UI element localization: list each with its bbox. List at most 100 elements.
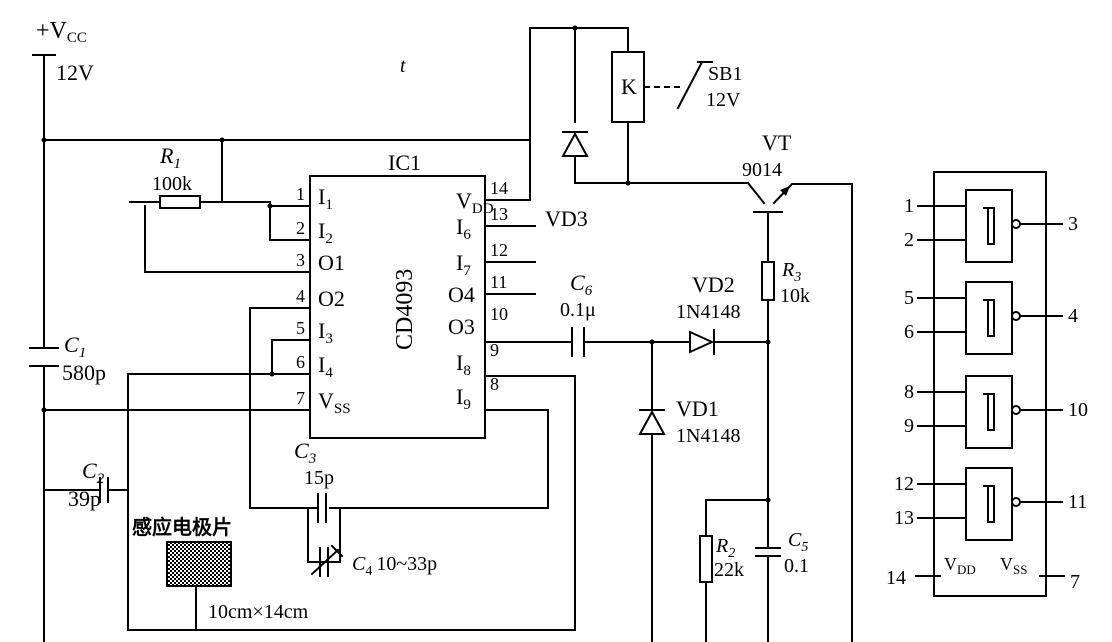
sb1-value: 12V	[706, 89, 741, 111]
schmitt-symbol	[983, 207, 995, 245]
ic-pin-11-number: 11	[490, 272, 507, 292]
c1-capacitor	[29, 347, 59, 367]
relay-ref: K	[621, 74, 637, 99]
vd1-value: 1N4148	[676, 425, 740, 447]
gate-input-wires	[917, 205, 967, 241]
pinout-gate-4: 12 13 11	[894, 467, 1087, 541]
vd1-ref: VD1	[676, 396, 719, 421]
ic-name: IC1	[388, 150, 421, 175]
vd2-value: 1N4148	[676, 301, 740, 323]
c3-right-wire	[329, 409, 549, 509]
ic-pin-12-name: I7	[456, 250, 471, 279]
collector-lead	[746, 181, 766, 205]
inverter-bubble	[1011, 219, 1021, 229]
ic-pin-1-name: I1	[318, 184, 333, 213]
ic-pin-7-name: VSS	[318, 388, 351, 417]
gate-input-b-pin: 13	[894, 507, 914, 529]
pinout-gate-1: 1 2 3	[904, 189, 1078, 263]
ic-pin-10-name: O3	[448, 314, 475, 339]
c2-value: 39p	[68, 486, 101, 511]
gate-output-pin: 10	[1068, 399, 1088, 421]
gate-input-b-pin: 9	[904, 415, 914, 437]
electrode-label: 感应电极片	[132, 515, 232, 539]
vd2-ref: VD2	[692, 272, 735, 297]
ic-pin-6-number: 6	[296, 352, 305, 372]
gate-output-pin: 3	[1068, 213, 1078, 235]
r3-resistor	[761, 261, 775, 301]
r2-resistor	[699, 535, 713, 583]
ic-pin-8-number: 8	[490, 374, 499, 394]
vd2-diode	[689, 330, 715, 354]
electrode-bus	[127, 373, 576, 631]
c5-ref: C5	[788, 529, 808, 555]
electrode-size: 10cm×14cm	[208, 601, 309, 623]
c1-value: 580p	[62, 360, 106, 385]
ic-pin-2-name: I2	[318, 218, 333, 247]
gate-input-b-pin: 2	[904, 229, 914, 251]
ic-pin-14-number: 14	[490, 178, 508, 198]
gate-input-a-pin: 5	[904, 287, 914, 309]
gate-input-a-pin: 12	[894, 473, 914, 495]
c3-capacitor	[317, 493, 327, 523]
c6-ref: C6	[570, 270, 593, 299]
vt-ref: VT	[762, 130, 792, 155]
r1-resistor	[159, 195, 201, 209]
r3-value: 10k	[780, 285, 810, 307]
vd3-bottom-wire	[574, 155, 749, 184]
ic-pin-13-name: I6	[456, 214, 471, 243]
r2-ref: R2	[715, 535, 735, 561]
gate-output-pin: 4	[1068, 305, 1078, 327]
ic-pin-8-name: I9	[456, 384, 471, 413]
vdd-wire	[484, 139, 531, 201]
electrode-plate	[166, 541, 232, 587]
r1-right-lead	[199, 201, 311, 241]
ic-pin-5-name: I3	[318, 318, 333, 347]
ic-pin-9-number: 9	[490, 340, 499, 360]
vd3-diode	[561, 131, 589, 157]
ic-pin-4-name: O2	[318, 286, 345, 311]
r3-ref: R3	[781, 259, 801, 285]
r1-ref: R1	[159, 143, 181, 172]
gate-output-pin: 11	[1068, 491, 1087, 513]
sb1-switch	[676, 60, 713, 110]
c5-value: 0.1	[784, 555, 809, 577]
ic-pin-10-number: 10	[490, 304, 508, 324]
inverter-bubble	[1011, 405, 1021, 415]
gate-input-a-pin: 1	[904, 195, 914, 217]
ic-pin-2-number: 2	[296, 218, 305, 238]
inverter-bubble	[1011, 311, 1021, 321]
vt-value: 9014	[742, 159, 782, 181]
pin9-wire	[484, 375, 576, 631]
ic-pin-7-number: 7	[296, 388, 305, 408]
c2-ref: C2	[82, 458, 105, 487]
vt-emitter-arrow	[780, 186, 790, 196]
ic-pin-14-name: VDD	[456, 188, 494, 217]
pinout-vss-label: VSS	[1000, 554, 1027, 577]
gate-input-wires	[917, 391, 967, 427]
gate-input-wires	[917, 483, 967, 519]
ic-pin-3-name: O1	[318, 250, 345, 275]
inverter-bubble	[1011, 497, 1021, 507]
c4-trim-arrow	[310, 544, 344, 576]
sb1-ref: SB1	[708, 63, 742, 85]
supply-voltage: 12V	[56, 60, 94, 85]
pinout-vss-pin: 7	[1070, 571, 1080, 593]
c3-ref: C3	[294, 438, 316, 467]
pinout-vdd-pin: 14	[886, 567, 906, 589]
ic-part-number: CD4093	[392, 269, 418, 350]
c5-capacitor	[755, 547, 781, 557]
r1-value: 100k	[152, 173, 192, 195]
wiring	[43, 27, 853, 642]
supply-label: +VCC	[36, 18, 87, 46]
schmitt-symbol	[983, 393, 995, 431]
pinout-gate-2: 5 6 4	[904, 281, 1078, 355]
vd3-ref: VD3	[545, 206, 588, 231]
ic-pin-11-name: O4	[448, 282, 475, 307]
gate-input-b-pin: 6	[904, 321, 914, 343]
r2-value: 22k	[714, 559, 744, 581]
feedback-wire	[144, 205, 311, 273]
